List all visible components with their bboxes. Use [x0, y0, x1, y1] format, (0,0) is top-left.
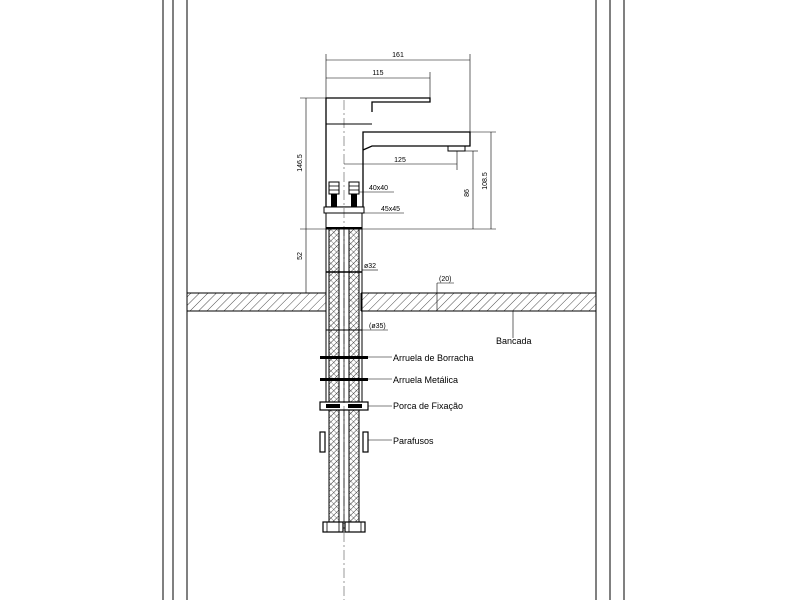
dimension-labels: 161 115 125 146.5 52 108.5 86 40x40 45x4…	[297, 52, 489, 330]
dim-tube-diameter: ø32	[364, 263, 376, 270]
part-labels: Bancada Arruela de Borracha Arruela Metá…	[393, 336, 532, 446]
label-rubber-washer: Arruela de Borracha	[393, 353, 474, 363]
dim-base-square-small: 40x40	[369, 185, 388, 192]
dim-spout-height-min: 86	[464, 189, 471, 197]
label-fixing-nut: Porca de Fixação	[393, 401, 463, 411]
dimension-lines	[300, 54, 514, 600]
label-metal-washer: Arruela Metálica	[393, 375, 458, 385]
dim-base-height: 52	[297, 252, 304, 260]
screw-right	[362, 431, 369, 453]
dim-total-width: 161	[392, 52, 404, 59]
countertop	[186, 292, 597, 312]
top-fittings	[328, 181, 360, 207]
screw-left	[319, 431, 326, 453]
dim-total-height: 146.5	[297, 154, 304, 172]
dim-spout-height-max: 108.5	[482, 172, 489, 190]
dim-hole-diameter: (ø35)	[369, 323, 386, 330]
label-countertop: Bancada	[496, 336, 532, 346]
dim-handle-width: 115	[372, 70, 383, 77]
dim-spout-reach: 125	[394, 157, 406, 164]
dim-countertop-thickness: (20)	[439, 276, 451, 283]
label-screws: Parafusos	[393, 436, 434, 446]
dim-base-square-large: 45x45	[381, 206, 400, 213]
